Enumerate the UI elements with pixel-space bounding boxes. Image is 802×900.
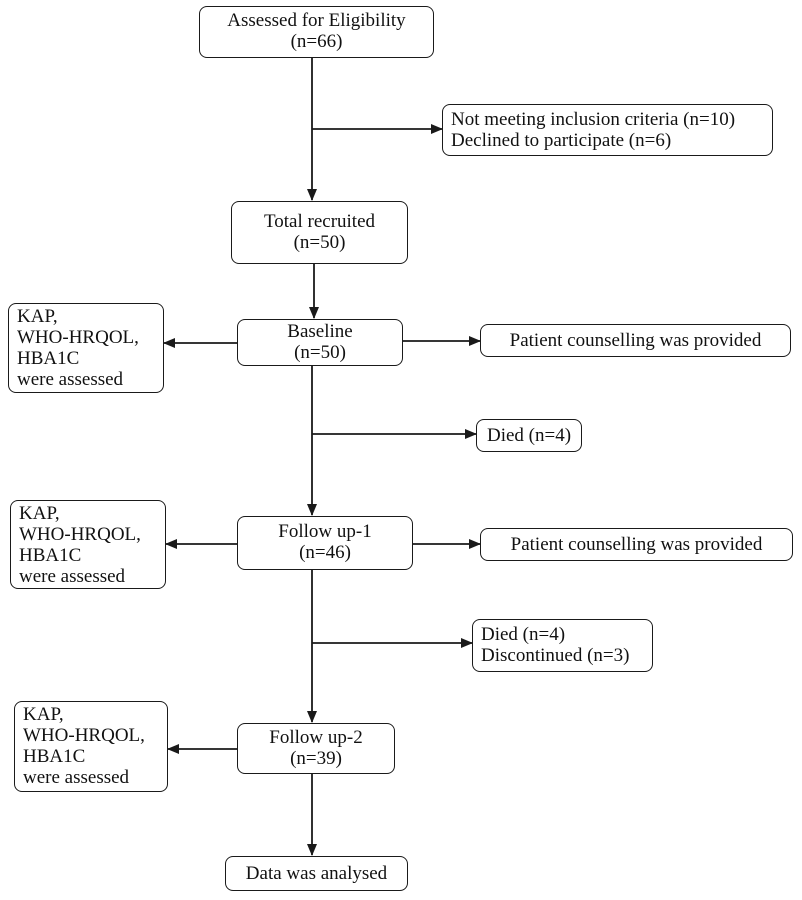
assessment-followup2-box: KAP, WHO-HRQOL, HBA1C were assessed [14, 701, 168, 792]
counselling-baseline-text: Patient counselling was provided [509, 330, 762, 351]
followup2-box: Follow up-2 (n=39) [237, 723, 395, 774]
excluded-box: Not meeting inclusion criteria (n=10) De… [442, 104, 773, 156]
lost-2-died: Died (n=4) [481, 624, 566, 645]
counselling-followup1-text: Patient counselling was provided [510, 534, 763, 555]
assessment-followup1-label: were assessed [19, 566, 126, 587]
followup1-count: (n=46) [299, 542, 351, 563]
assessed-title: Assessed for Eligibility [227, 10, 406, 31]
data-analysed-box: Data was analysed [225, 856, 408, 891]
total-recruited-box: Total recruited (n=50) [231, 201, 408, 264]
followup1-title: Follow up-1 [278, 521, 372, 542]
recruited-title: Total recruited [263, 211, 376, 232]
assessment-baseline-hba1c: HBA1C [17, 348, 80, 369]
assessment-followup2-whohrqol: WHO-HRQOL, [23, 725, 145, 746]
followup2-count: (n=39) [290, 748, 342, 769]
assessment-baseline-whohrqol: WHO-HRQOL, [17, 327, 139, 348]
assessed-eligibility-box: Assessed for Eligibility (n=66) [199, 6, 434, 58]
assessed-count: (n=66) [290, 31, 343, 52]
assessment-followup1-whohrqol: WHO-HRQOL, [19, 524, 141, 545]
died-1-box: Died (n=4) [476, 419, 582, 452]
followup2-title: Follow up-2 [269, 727, 363, 748]
counselling-baseline-box: Patient counselling was provided [480, 324, 791, 357]
recruited-count: (n=50) [293, 232, 346, 253]
assessment-baseline-box: KAP, WHO-HRQOL, HBA1C were assessed [8, 303, 164, 393]
assessment-followup2-label: were assessed [23, 767, 130, 788]
assessment-followup2-hba1c: HBA1C [23, 746, 86, 767]
baseline-title: Baseline [287, 321, 353, 342]
excluded-declined: Declined to participate (n=6) [451, 130, 672, 151]
data-analysed-text: Data was analysed [245, 863, 388, 884]
counselling-followup1-box: Patient counselling was provided [480, 528, 793, 561]
excluded-criteria: Not meeting inclusion criteria (n=10) [451, 109, 736, 130]
assessment-baseline-label: were assessed [17, 369, 124, 390]
assessment-followup2-kap: KAP, [23, 704, 64, 725]
assessment-followup1-hba1c: HBA1C [19, 545, 82, 566]
lost-2-discontinued: Discontinued (n=3) [481, 645, 630, 666]
died-1-text: Died (n=4) [486, 425, 572, 446]
baseline-count: (n=50) [294, 342, 346, 363]
assessment-baseline-kap: KAP, [17, 306, 58, 327]
assessment-followup1-box: KAP, WHO-HRQOL, HBA1C were assessed [10, 500, 166, 589]
baseline-box: Baseline (n=50) [237, 319, 403, 366]
followup1-box: Follow up-1 (n=46) [237, 516, 413, 570]
lost-2-box: Died (n=4) Discontinued (n=3) [472, 619, 653, 672]
assessment-followup1-kap: KAP, [19, 503, 60, 524]
